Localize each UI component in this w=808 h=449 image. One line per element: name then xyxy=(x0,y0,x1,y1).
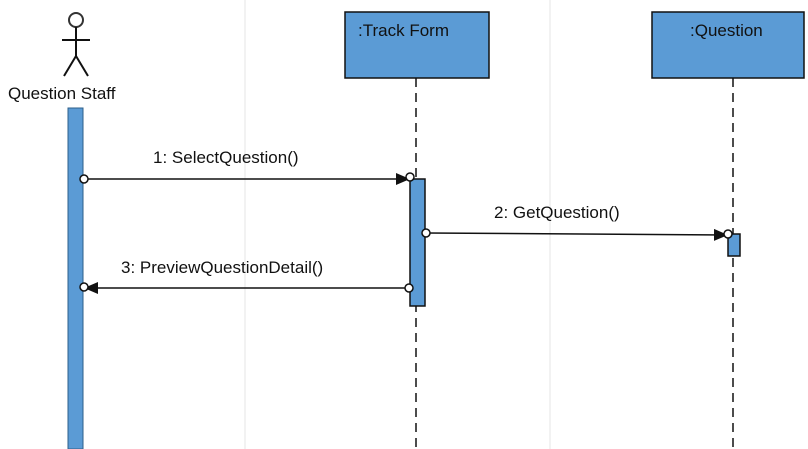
object-label-question: :Question xyxy=(690,21,763,40)
message-target-port xyxy=(723,229,733,239)
object-box-track-form xyxy=(344,11,490,79)
actor-activation-bar xyxy=(67,107,84,449)
activation-bar-question xyxy=(727,233,741,257)
activation-bar-track-form xyxy=(409,178,426,307)
actor-label: Question Staff xyxy=(8,84,116,103)
stick-figure-icon xyxy=(62,12,90,77)
object-box-question xyxy=(651,11,805,79)
message-source-port xyxy=(79,174,89,184)
message-source-port xyxy=(404,283,414,293)
object-label-track-form: :Track Form xyxy=(358,21,449,40)
message-2: 2: GetQuestion() xyxy=(421,203,733,241)
message-target-port xyxy=(79,282,89,292)
message-1: 1: SelectQuestion() xyxy=(79,148,415,185)
message-source-port xyxy=(421,228,431,238)
message-3: 3: PreviewQuestionDetail() xyxy=(79,258,414,294)
message-label: 1: SelectQuestion() xyxy=(153,148,299,167)
message-label: 3: PreviewQuestionDetail() xyxy=(121,258,323,277)
actor-question-staff: Question Staff xyxy=(8,12,116,103)
message-label: 2: GetQuestion() xyxy=(494,203,620,222)
message-target-port xyxy=(405,172,415,182)
